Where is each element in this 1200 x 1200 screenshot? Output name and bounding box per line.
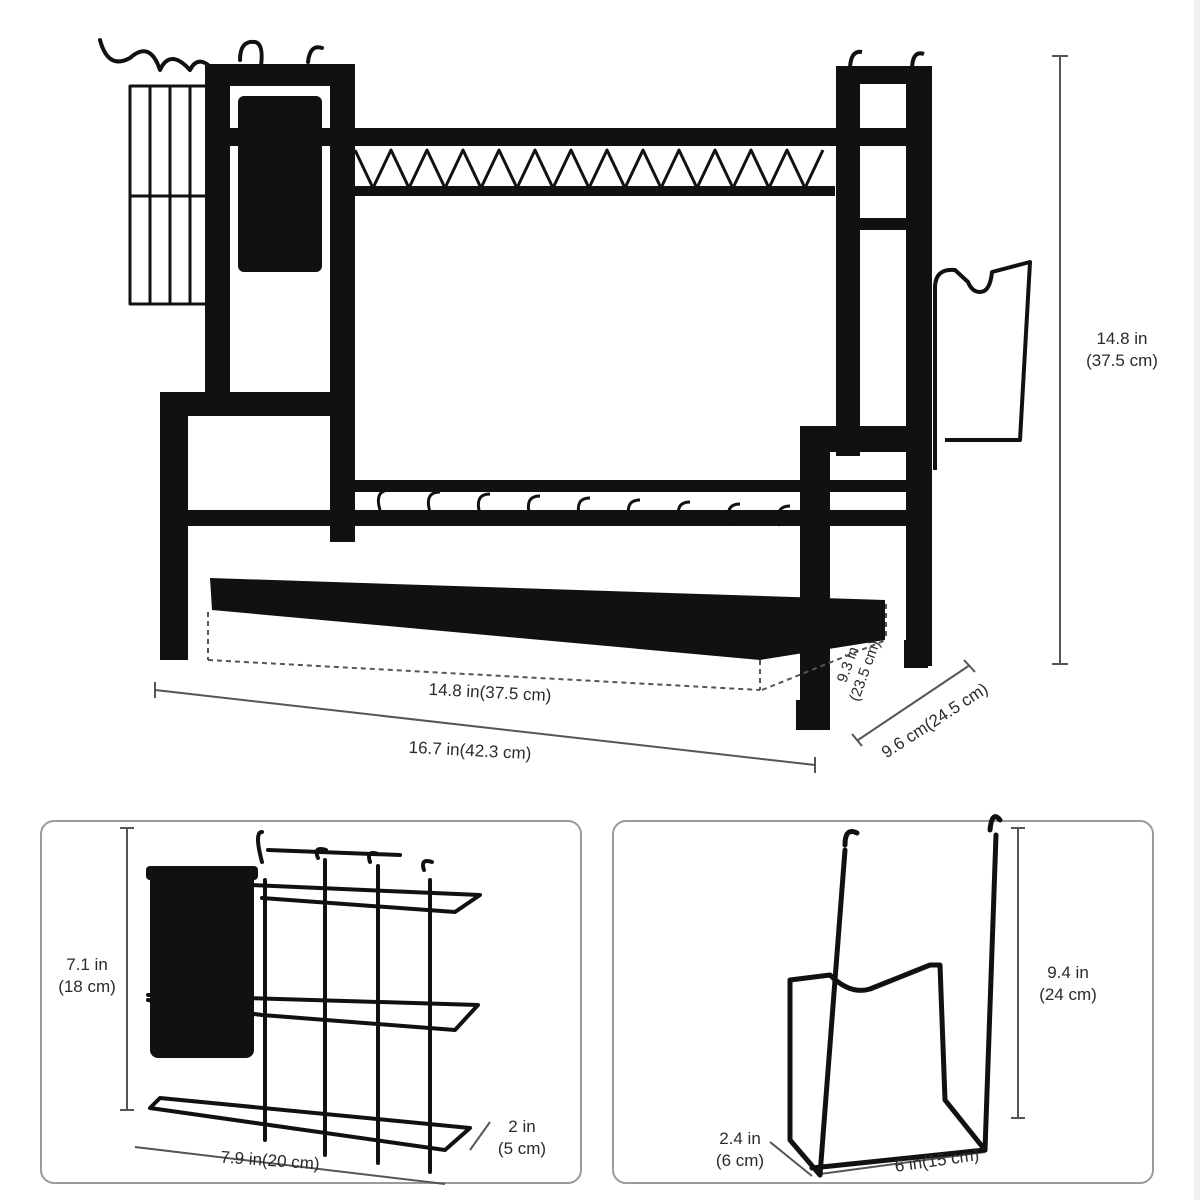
board-holder-height-label: 9.4 in (24 cm)	[1018, 962, 1118, 1006]
board-holder-depth-cm: (6 cm)	[715, 1151, 765, 1170]
board-holder-depth-in: 2.4 in	[719, 1129, 761, 1148]
board-holder-height-in: 9.4 in	[1047, 963, 1089, 982]
holder-height-cm: (18 cm)	[58, 977, 116, 996]
utensil-holder-panel	[40, 820, 582, 1184]
holder-depth-in: 2 in	[508, 1117, 536, 1136]
holder-height-in: 7.1 in	[66, 955, 108, 974]
holder-depth-cm: (5 cm)	[497, 1139, 547, 1158]
board-holder-depth-label: 2.4 in (6 cm)	[698, 1128, 782, 1172]
rack-height-cm: (37.5 cm)	[1086, 351, 1158, 370]
holder-height-label: 7.1 in (18 cm)	[42, 954, 132, 998]
rack-height-in: 14.8 in	[1096, 329, 1148, 348]
image-edge	[1194, 0, 1200, 1200]
board-holder-panel	[612, 820, 1154, 1184]
board-holder-height-cm: (24 cm)	[1039, 985, 1097, 1004]
holder-depth-label: 2 in (5 cm)	[482, 1116, 562, 1160]
rack-height-label: 14.8 in (37.5 cm)	[1062, 328, 1182, 372]
